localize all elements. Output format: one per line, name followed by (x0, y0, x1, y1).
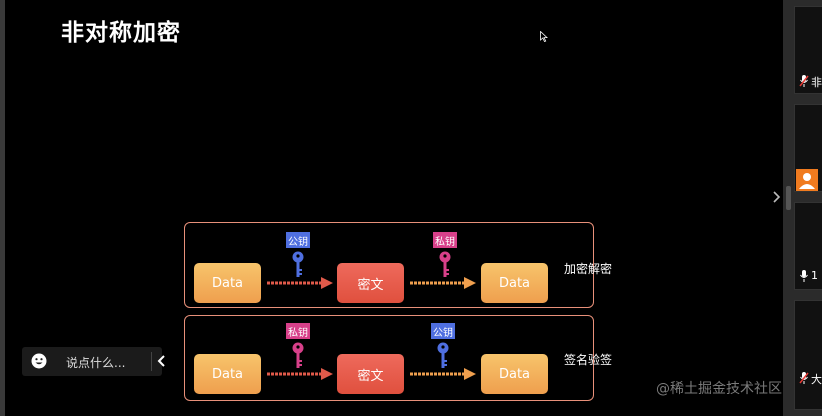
participant-tile[interactable]: 非 (794, 6, 822, 94)
participant-tile[interactable] (794, 104, 822, 192)
mouse-cursor-icon (540, 31, 548, 42)
flow-arrow (410, 368, 476, 380)
public-key-icon (292, 251, 304, 277)
presentation-stage: 非对称加密 Data 公钥 密文 私钥 Dat (5, 0, 783, 416)
flow-arrow (410, 277, 476, 289)
chevron-right-icon[interactable] (772, 190, 782, 204)
sign-verify-label: 签名验签 (564, 353, 613, 367)
slide-title: 非对称加密 (61, 20, 181, 46)
plain-data-box: Data (194, 354, 261, 394)
watermark: @稀土掘金技术社区 (656, 381, 782, 397)
participant-tile[interactable]: 大 (794, 300, 822, 410)
flow-arrow (267, 277, 333, 289)
emoji-icon[interactable] (31, 353, 47, 369)
private-key-tag: 私钥 (433, 232, 457, 248)
public-key-tag: 公钥 (286, 232, 310, 248)
participant-sidebar: 非 1 大 (783, 0, 822, 416)
mic-muted-icon (799, 75, 809, 87)
encrypt-decrypt-label: 加密解密 (564, 262, 613, 276)
divider (151, 352, 152, 371)
participant-name: 大 (811, 373, 822, 386)
flow-arrow (267, 368, 333, 380)
participant-name: 1 (811, 269, 818, 282)
verified-data-box: Data (481, 354, 548, 394)
signature-box: 密文 (337, 354, 404, 394)
chevron-left-icon[interactable] (156, 354, 168, 368)
private-key-icon (292, 342, 304, 368)
sign-verify-panel: Data 私钥 密文 公钥 Data (184, 315, 594, 401)
encrypt-decrypt-panel: Data 公钥 密文 私钥 Data (184, 222, 594, 308)
participant-tile[interactable]: 1 (794, 202, 822, 290)
public-key-tag: 公钥 (431, 323, 455, 339)
participant-name: 非 (811, 76, 822, 89)
private-key-tag: 私钥 (286, 323, 310, 339)
plain-data-box: Data (194, 263, 261, 303)
sidebar-resize-handle[interactable] (786, 186, 791, 210)
chat-input-bar[interactable]: 说点什么... (22, 347, 165, 376)
public-key-icon (437, 342, 449, 368)
decrypted-data-box: Data (481, 263, 548, 303)
private-key-icon (439, 251, 451, 277)
chat-placeholder[interactable]: 说点什么... (66, 356, 126, 370)
left-window-edge (0, 0, 5, 416)
mic-muted-icon (799, 372, 809, 384)
avatar-icon (796, 169, 818, 191)
ciphertext-box: 密文 (337, 263, 404, 303)
mic-icon (800, 270, 808, 282)
